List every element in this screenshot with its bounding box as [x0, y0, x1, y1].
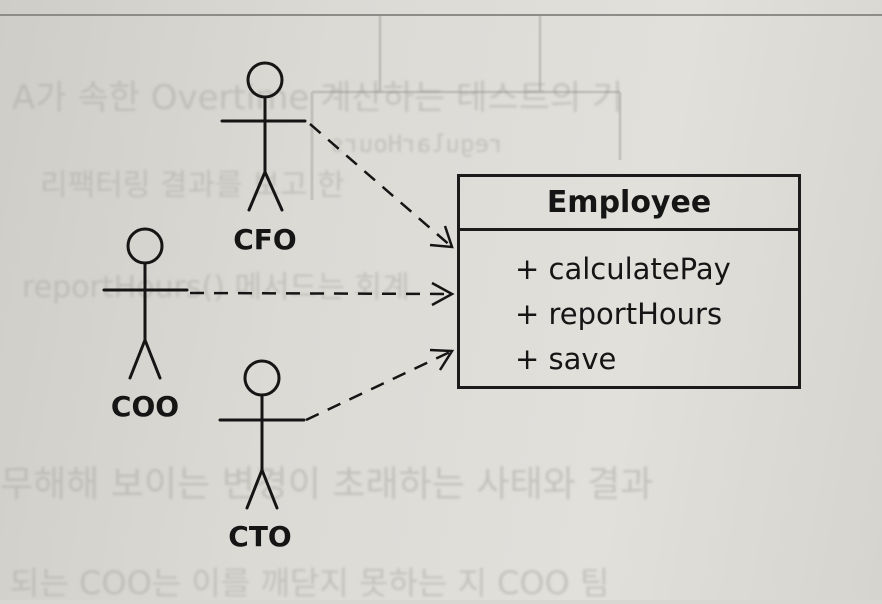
dependency-coo-arrow: [189, 281, 455, 307]
class-box-employee: Employee + calculatePay + reportHours + …: [457, 174, 801, 389]
bleed-text-bottom1: 무해해 보이는 변경이 초래하는 사태와 결과: [0, 464, 654, 505]
bleed-text-line1: A가 속한 Overtime 계산하는 테스트의 기: [12, 78, 624, 118]
bleed-lines: [310, 16, 622, 200]
actor-label-cto: CTO: [228, 520, 292, 553]
bleed-text-bottom2: 되는 COO는 이를 깨닫지 못하는 지 COO 팀: [10, 564, 610, 602]
dependency-cto-arrow: [305, 348, 455, 422]
actor-label-cfo: CFO: [233, 223, 297, 256]
operation-save: + save: [515, 342, 617, 376]
class-name: Employee: [460, 177, 798, 231]
actor-cto-figure: [218, 359, 306, 510]
operation-report-hours: + reportHours: [515, 297, 723, 331]
bleed-text-mid: reportHours() 메서드는 회계: [22, 270, 410, 305]
dependency-cfo-arrow: [309, 123, 454, 249]
actor-coo-figure: [102, 227, 189, 380]
actor-cfo-figure: [220, 61, 307, 212]
operation-calculate-pay: + calculatePay: [515, 252, 731, 286]
actor-label-coo: COO: [110, 390, 180, 423]
top-rule: [0, 14, 882, 16]
bleed-text-line2: 리팩터링 결과를 보고 한: [40, 168, 345, 203]
class-operations: + calculatePay + reportHours + save: [515, 247, 731, 382]
